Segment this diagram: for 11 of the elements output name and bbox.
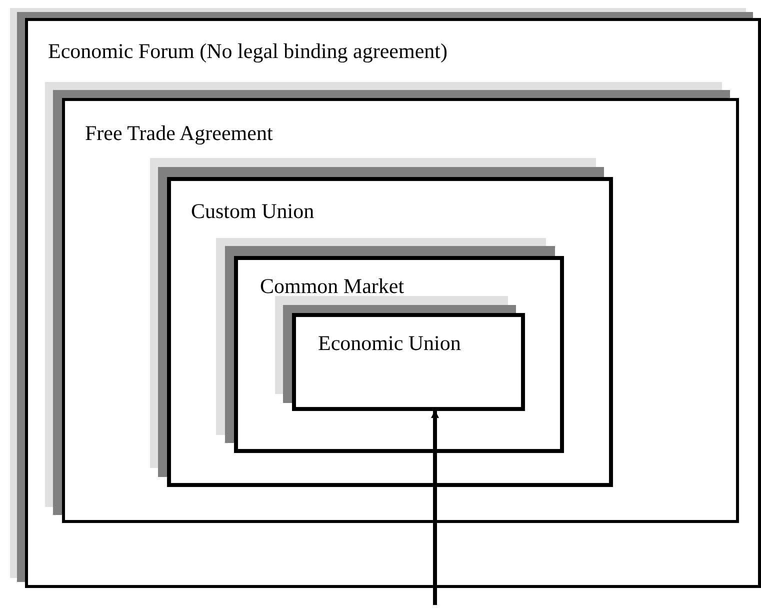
nested-box (234, 256, 564, 453)
nested-box (292, 313, 525, 411)
arrow (431, 410, 439, 605)
nested-box (25, 18, 761, 588)
nested-box (167, 177, 613, 487)
box-label: Common Market (260, 274, 404, 299)
box-label: Economic Forum (No legal binding agreement) (48, 39, 448, 64)
nested-box (62, 98, 739, 523)
box-label: Custom Union (191, 199, 314, 224)
box-label: Free Trade Agreement (85, 121, 273, 146)
box-label: Economic Union (318, 331, 461, 356)
